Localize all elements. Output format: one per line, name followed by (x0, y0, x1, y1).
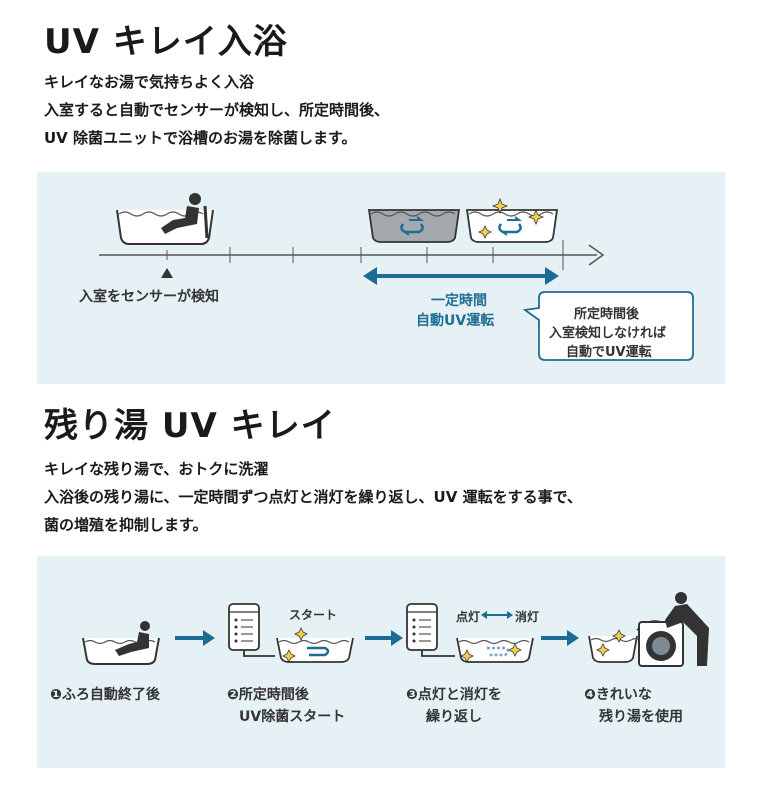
interval-double-arrow (363, 267, 559, 285)
flow-arrow-3 (567, 630, 579, 646)
callout-line-2: 入室検知しなければ (549, 326, 667, 341)
step-2-label-line-2: UV除菌スタート (239, 709, 346, 725)
step-3-label-line-1: ❸点灯と消灯を (406, 687, 502, 703)
leftover-water-flow (82, 592, 709, 667)
interval-label-1: 一定時間 (431, 293, 487, 309)
clean-tub-icon (465, 197, 559, 243)
bath-finish-icon (82, 621, 160, 665)
callout-bubble (522, 291, 694, 361)
sensor-marker-icon (161, 268, 173, 278)
section1-line-3: UV 除菌ユニットで浴槽のお湯を除菌します。 (44, 129, 357, 147)
uv-on-off-icon (406, 603, 534, 663)
section1-line-1: キレイなお湯で気持ちよく入浴 (44, 73, 255, 91)
off-label: 消灯 (515, 610, 540, 624)
section2-line-2: 入浴後の残り湯に、一定時間ずつ点灯と消灯を繰り返し、UV 運転をする事で、 (44, 488, 582, 506)
section1-title: UV キレイ入浴 (44, 22, 288, 62)
flow-arrow-2 (391, 630, 403, 646)
person-bathing-icon (116, 193, 214, 245)
leftover-water-panel: スタート 点灯 消灯 ❶ふろ自動終了後 ❷所定時間後 UV除菌スタート ❸点灯と… (37, 556, 725, 768)
section1-description: キレイなお湯で気持ちよく入浴 入室すると自動でセンサーが検知し、所定時間後、 U… (44, 68, 389, 152)
section2-description: キレイな残り湯で、おトクに洗濯 入浴後の残り湯に、一定時間ずつ点灯と消灯を繰り返… (44, 455, 582, 539)
section2-line-1: キレイな残り湯で、おトクに洗濯 (44, 460, 269, 478)
section2-line-3: 菌の増殖を抑制します。 (44, 516, 208, 534)
callout-line-3: 自動でUV運転 (566, 345, 652, 360)
step-4-label-line-1: ❹きれいな (584, 687, 652, 703)
section1-line-2: 入室すると自動でセンサーが検知し、所定時間後、 (44, 101, 390, 119)
section2-title: 残り湯 UV キレイ (44, 406, 336, 446)
uv-bath-diagram-panel: 入室をセンサーが検知 一定時間 自動UV運転 所定時間後 入室検知しなければ 自… (37, 172, 725, 384)
step-2-label-line-1: ❷所定時間後 (227, 687, 309, 703)
interval-label-2: 自動UV運転 (416, 313, 495, 329)
start-tag: スタート (289, 608, 338, 622)
timeline-arrowhead (588, 244, 605, 266)
uv-bath-diagram (99, 193, 694, 361)
step-1-label: ❶ふろ自動終了後 (50, 687, 160, 703)
step-3-label-line-2: 繰り返し (426, 709, 482, 725)
callout-line-1: 所定時間後 (574, 307, 640, 322)
sensor-detect-label: 入室をセンサーが検知 (79, 289, 219, 305)
flow-arrow-1 (203, 630, 215, 646)
step-4-label-line-2: 残り湯を使用 (599, 709, 683, 725)
uv-unit-start-icon (228, 603, 354, 663)
uv-running-tub-icon (367, 209, 461, 243)
on-label: 点灯 (456, 610, 481, 624)
use-leftover-water-icon (588, 592, 709, 667)
